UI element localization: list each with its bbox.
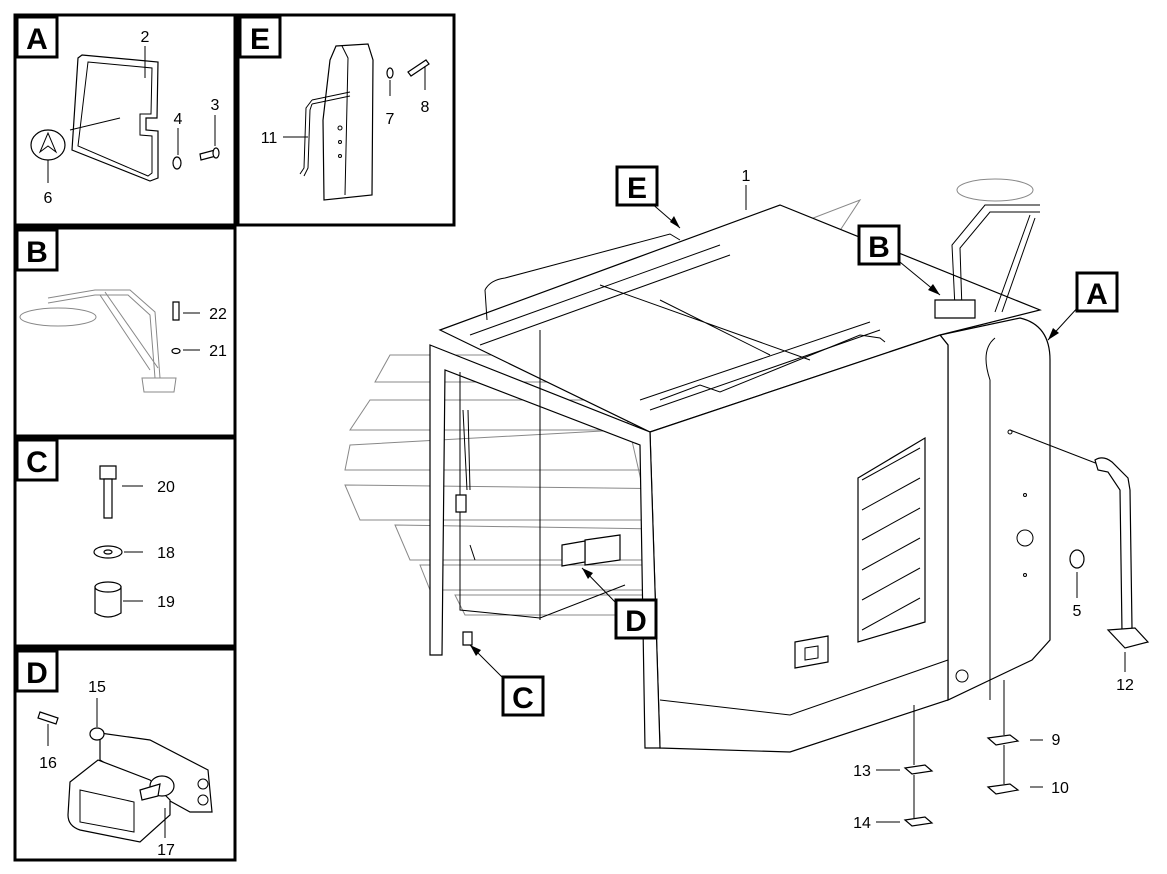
panel-e-frame xyxy=(236,13,456,227)
panel-e-tag-box xyxy=(238,15,282,59)
cab-switch-box xyxy=(794,635,829,669)
panel-b-mirror-bracket xyxy=(19,289,177,393)
panel-a-screw xyxy=(199,147,220,161)
callout-17: 17 xyxy=(157,842,175,859)
panel-a-washer xyxy=(172,156,182,170)
mount-pads xyxy=(903,680,1020,827)
svg-text:B: B xyxy=(868,231,890,264)
panel-c-washer xyxy=(93,545,123,559)
panel-a-tag: A xyxy=(26,23,48,56)
callout-12: 12 xyxy=(1116,677,1134,694)
main-tag-a: A xyxy=(1047,271,1119,341)
cab-grab-handle xyxy=(1009,429,1150,649)
panel-e-bolt xyxy=(407,59,430,77)
panel-b-frame xyxy=(13,226,237,438)
callout-9: 9 xyxy=(1052,732,1061,749)
callout-4: 4 xyxy=(174,111,183,128)
callout-20: 20 xyxy=(157,479,175,496)
callout-16: 16 xyxy=(39,755,57,772)
callout-2: 2 xyxy=(141,29,150,46)
cab-door-latch xyxy=(584,534,621,566)
svg-text:E: E xyxy=(627,172,647,205)
callout-6: 6 xyxy=(44,190,53,207)
panel-c-spacer xyxy=(94,581,122,618)
callout-19: 19 xyxy=(157,594,175,611)
panel-b-tag: B xyxy=(26,236,48,269)
panel-d-screw xyxy=(37,711,59,725)
callout-22: 22 xyxy=(209,306,227,323)
panel-c-tag: C xyxy=(26,446,48,479)
panel-c-tag-box xyxy=(15,438,59,482)
callout-11: 11 xyxy=(261,130,278,147)
panel-d-tag-box xyxy=(15,649,59,693)
callout-21: 21 xyxy=(209,343,227,360)
panel-a-frame xyxy=(13,13,237,227)
callout-14: 14 xyxy=(853,815,871,832)
callout-15: 15 xyxy=(88,679,106,696)
main-tag-d: D xyxy=(581,567,658,640)
panel-d-frame xyxy=(13,647,237,862)
cab-vent-grille xyxy=(857,436,926,643)
cab-right-panel xyxy=(938,317,1051,701)
panel-d-washer xyxy=(89,727,105,741)
panel-b-bolt xyxy=(172,301,180,321)
panel-a-tag-box xyxy=(15,15,59,59)
main-tag-b: B xyxy=(857,224,941,296)
callout-3: 3 xyxy=(211,97,220,114)
panel-e-washer xyxy=(386,67,394,79)
svg-text:D: D xyxy=(625,605,647,638)
panel-e-pillar xyxy=(322,43,374,201)
panel-a-logo-emblem xyxy=(30,129,66,161)
callout-7: 7 xyxy=(386,111,395,128)
cab-mirror-bracket xyxy=(934,178,1040,319)
cab-door-frame xyxy=(429,344,661,749)
panel-b-tag-box xyxy=(15,228,59,272)
panel-a-gasket xyxy=(71,54,159,182)
panel-d-latch-body xyxy=(67,759,175,843)
callout-13: 13 xyxy=(853,763,871,780)
main-tag-e: E xyxy=(615,165,681,229)
panel-e-tag: E xyxy=(250,23,270,56)
callout-10: 10 xyxy=(1051,780,1069,797)
panel-c-bolt xyxy=(99,465,117,519)
panel-d-tag: D xyxy=(26,657,48,690)
panel-e-grab-handle xyxy=(299,91,351,177)
callout-18: 18 xyxy=(157,545,175,562)
svg-text:A: A xyxy=(1086,278,1108,311)
callout-1: 1 xyxy=(742,168,751,185)
main-tag-c: C xyxy=(469,644,545,717)
callout-5: 5 xyxy=(1073,603,1082,620)
panel-c-frame xyxy=(13,436,237,648)
svg-text:C: C xyxy=(512,682,534,715)
panel-b-washer xyxy=(171,347,181,355)
grommet-5 xyxy=(1069,549,1085,569)
callout-8: 8 xyxy=(421,99,430,116)
cab-assembly xyxy=(429,204,1051,753)
